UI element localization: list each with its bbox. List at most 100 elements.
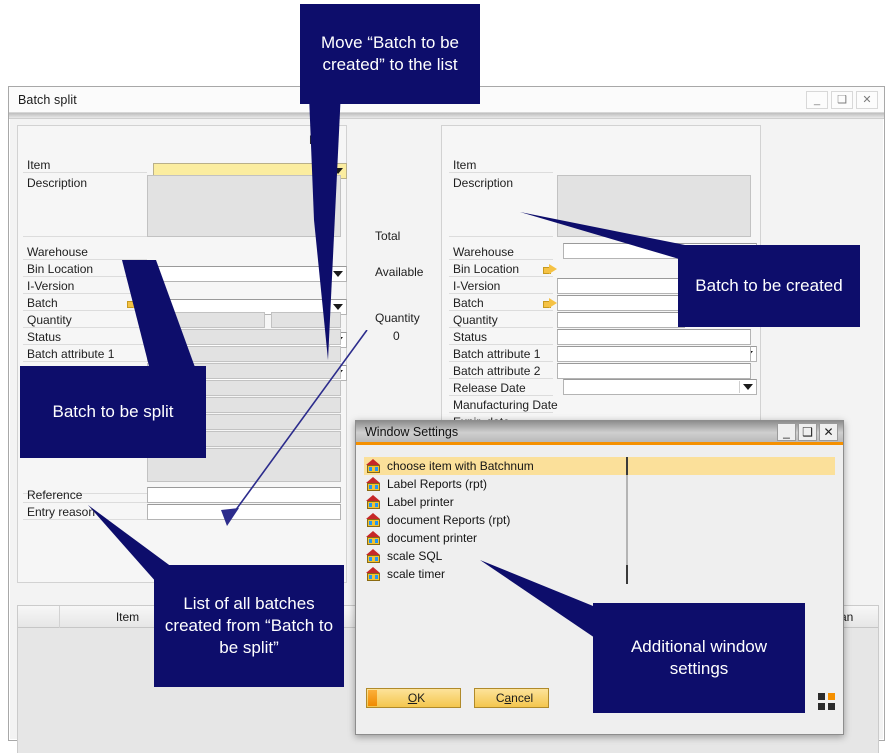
text-input[interactable] — [626, 547, 628, 566]
field-label-bin-location-left: Bin Location — [23, 261, 147, 277]
quantity-unit-left[interactable] — [271, 312, 341, 328]
field-label-description-left: Description — [23, 175, 147, 237]
quantity-value-mid: 0 — [393, 329, 400, 343]
callout-batch-created: Batch to be created — [678, 245, 860, 327]
field-label-batch-attr1-right: Batch attribute 1 — [449, 346, 553, 362]
window-controls: _ ❑ ✕ — [806, 91, 878, 109]
quantity-input-right[interactable] — [557, 312, 685, 328]
field-label-warehouse-left: Warehouse — [23, 244, 147, 260]
field-label-description-right: Description — [449, 175, 553, 237]
field-label-bin-location-right: Bin Location — [449, 261, 553, 277]
settings-row-label: Label Reports (rpt) — [387, 477, 488, 491]
settings-row-control[interactable] — [626, 511, 628, 530]
settings-row-label: Label printer — [387, 495, 454, 509]
settings-row-document-printer[interactable]: document printer — [364, 529, 835, 548]
text-input[interactable] — [626, 529, 628, 548]
settings-row-control[interactable] — [626, 475, 628, 494]
settings-row-label: scale timer — [387, 567, 446, 581]
callout-pointer-batch-created — [520, 212, 730, 274]
callout-pointer-window-settings — [480, 560, 598, 640]
field-label-i-version-right: I-Version — [449, 278, 553, 294]
settings-row-scale-sql[interactable]: scale SQL — [364, 547, 835, 566]
field-label-manufacturing-date-right: Manufacturing Date — [449, 397, 558, 413]
resize-grip-icon-settings[interactable] — [818, 693, 835, 710]
checkbox[interactable] — [626, 457, 628, 476]
close-icon[interactable]: ✕ — [856, 91, 878, 109]
field-label-quantity-left: Quantity — [23, 312, 147, 328]
arrow-right-icon-bin-location-right — [543, 264, 557, 275]
text-input[interactable] — [626, 493, 628, 512]
description-textarea-left[interactable] — [147, 175, 341, 237]
window-settings-footer: OK Cancel — [356, 679, 843, 731]
settings-row-control[interactable] — [626, 547, 628, 566]
available-label: Available — [375, 265, 424, 279]
status-input-right[interactable] — [557, 329, 751, 345]
settings-row-control[interactable] — [626, 529, 628, 548]
batch-attr1-input-right[interactable] — [557, 346, 751, 362]
settings-row-choose-item-with-batchnum[interactable]: choose item with Batchnum — [364, 457, 835, 476]
callout-leader-line — [221, 330, 368, 526]
quantity-label-mid: Quantity — [375, 311, 420, 325]
settings-row-control[interactable] — [626, 493, 628, 512]
maximize-icon-settings[interactable]: ❑ — [798, 423, 817, 441]
total-label: Total — [375, 229, 401, 243]
settings-row-label: document Reports (rpt) — [387, 513, 511, 527]
arrow-right-icon-batch-right — [543, 298, 557, 309]
settings-row-label: choose item with Batchnum — [387, 459, 534, 473]
field-label-item-right: Item — [449, 157, 553, 173]
field-label-batch-left: Batch — [23, 295, 147, 311]
window-settings-controls: _ ❑ ✕ — [777, 423, 838, 441]
text-input[interactable] — [626, 475, 628, 494]
minimize-icon[interactable]: _ — [806, 91, 828, 109]
callout-window-settings: Additional window settings — [593, 603, 805, 713]
field-label-i-version-left: I-Version — [23, 278, 147, 294]
window-settings-title: Window Settings — [365, 424, 459, 439]
callout-batch-split: Batch to be split — [20, 366, 206, 458]
entry-reason-input[interactable] — [147, 504, 341, 520]
settings-row-control[interactable] — [626, 565, 628, 584]
callout-move-batch: Move “Batch to be created” to the list — [300, 4, 480, 104]
field-label-item-left: Item — [23, 157, 147, 173]
settings-row-document-reports-rpt[interactable]: document Reports (rpt) — [364, 511, 835, 530]
field-label-release-date-right: Release Date — [449, 380, 553, 396]
settings-row-control[interactable] — [626, 457, 628, 476]
window-settings-titlebar: Window Settings _ ❑ ✕ — [356, 421, 843, 445]
grid-col-0[interactable] — [18, 606, 60, 628]
maximize-icon[interactable]: ❑ — [831, 91, 853, 109]
checkbox[interactable] — [626, 565, 628, 584]
field-label-extra5-left — [23, 448, 147, 494]
field-label-batch-attr2-right: Batch attribute 2 — [449, 363, 553, 379]
callout-pointer-move-batch — [308, 70, 342, 360]
batch-split-title: Batch split — [18, 92, 77, 107]
ok-button[interactable]: OK — [366, 688, 461, 708]
settings-row-label-printer[interactable]: Label printer — [364, 493, 835, 512]
field-label-batch-right: Batch — [449, 295, 553, 311]
house-icon — [366, 495, 381, 509]
settings-cancel-button[interactable]: Cancel — [474, 688, 549, 708]
settings-row-label: scale SQL — [387, 549, 443, 563]
batch-attr2-input-right[interactable] — [557, 363, 751, 379]
reference-input[interactable] — [147, 487, 341, 503]
reference-label: Reference — [23, 487, 147, 503]
house-icon — [366, 549, 381, 563]
field-label-warehouse-right: Warehouse — [449, 244, 553, 260]
callout-list-of-batches: List of all batches created from “Batch … — [154, 565, 344, 687]
settings-row-label: document printer — [387, 531, 478, 545]
house-icon — [366, 531, 381, 545]
house-icon — [366, 477, 381, 491]
settings-list: choose item with Batchnum Label Reports … — [364, 457, 835, 617]
text-input[interactable] — [626, 511, 628, 530]
house-icon — [366, 459, 381, 473]
callout-pointer-batch-split — [122, 260, 196, 370]
close-icon-settings[interactable]: ✕ — [819, 423, 838, 441]
minimize-icon-settings[interactable]: _ — [777, 423, 796, 441]
field-label-batch-attr1-left: Batch attribute 1 — [23, 346, 147, 362]
settings-row-label-reports-rpt[interactable]: Label Reports (rpt) — [364, 475, 835, 494]
settings-row-scale-timer[interactable]: scale timer — [364, 565, 835, 584]
window-settings-body: choose item with Batchnum Label Reports … — [356, 445, 843, 731]
ok-button-label: OK — [407, 691, 426, 705]
house-icon — [366, 567, 381, 581]
title-strip — [9, 113, 884, 119]
bin-location-combo-right[interactable] — [563, 379, 757, 395]
